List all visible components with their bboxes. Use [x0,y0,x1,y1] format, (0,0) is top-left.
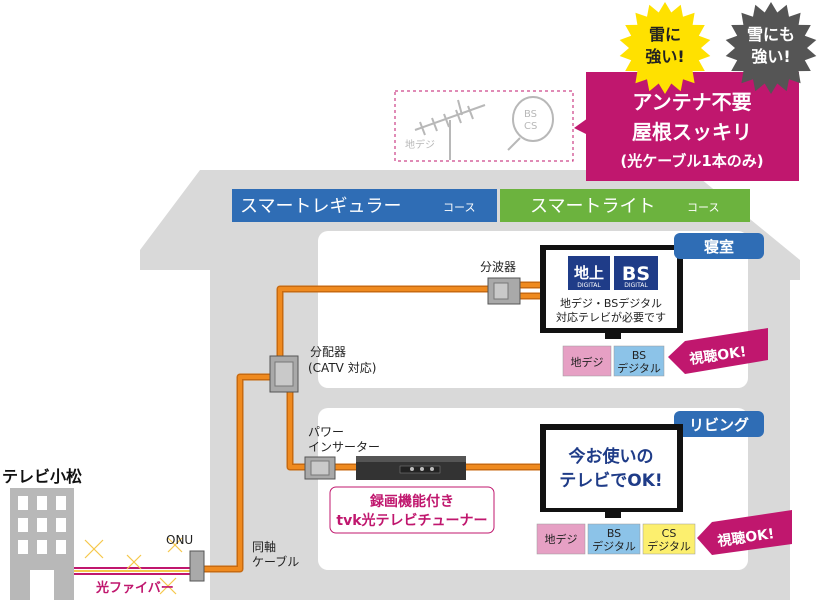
svg-text:地上: 地上 [574,264,604,282]
svg-text:BS: BS [632,349,646,362]
svg-text:デジタル: デジタル [592,539,636,553]
distributor-label-line1: 分配器 [310,345,346,359]
distributor-box [269,355,299,393]
callout-line3: (光ケーブル1本のみ) [620,152,763,170]
inserter-line1: パワー [308,425,344,439]
course-bar-light: スマートライト コース [500,189,750,222]
living-badge: リビング [674,411,764,437]
no-antenna-callout: アンテナ不要 屋根スッキリ (光ケーブル1本のみ) [574,72,799,181]
course-regular-suffix: コース [443,201,475,214]
svg-text:BS: BS [622,263,650,285]
bedroom-ok-arrow: 視聴OK! [668,328,768,374]
fiber-label: 光ファイバー [95,580,174,596]
bedroom-tv: 地上 DIGITAL BS DIGITAL 地デジ・BSデジタル 対応テレビが必… [540,245,683,333]
station-building-icon [10,488,74,600]
svg-text:CS: CS [662,527,677,540]
station-name: テレビ小松 [2,467,82,486]
svg-text:地デジ: 地デジ [571,355,604,369]
svg-text:デジタル: デジタル [617,361,661,375]
fiber-line [74,537,190,595]
distributor-label-line2: (CATV 対応) [308,361,376,375]
living-ok-arrow: 視聴OK! [697,510,792,555]
living-tag-bs: BS デジタル [587,523,641,555]
bedroom-tv-line1: 地デジ・BSデジタル [560,296,662,310]
bedroom-tag-chideji: 地デジ [562,345,612,377]
living-tag-cs: CS デジタル [642,523,696,555]
coax-cables [200,281,545,573]
callout-line1: アンテナ不要 [632,90,751,114]
svg-text:DIGITAL: DIGITAL [577,282,601,289]
living-tv-line1: 今お使いの [569,446,654,467]
thunder-burst: 雷に 強い! [619,2,711,94]
callout-line2: 屋根スッキリ [632,120,752,144]
coax-label-line1: 同軸 [252,540,276,554]
bedroom-tv-line2: 対応テレビが必要です [556,310,666,324]
living-tag-chideji: 地デジ [536,523,586,555]
svg-text:地デジ: 地デジ [545,532,578,546]
tv-antenna-icon [414,99,486,160]
wave-splitter [487,277,521,305]
bedroom-badge: 寝室 [674,233,764,259]
snow-line1: 雪にも [747,25,795,44]
course-light-name: スマートライト [530,196,655,217]
inserter-line2: インサーター [308,440,380,454]
svg-text:寝室: 寝室 [704,238,734,256]
antenna-box [394,90,574,162]
living-tv-line2: テレビでOK! [559,471,662,491]
thunder-line2: 強い! [645,47,684,66]
power-inserter [304,456,336,480]
onu-label: ONU [166,533,193,547]
chideji-logo [568,256,610,290]
svg-text:tvk光テレビチューナー: tvk光テレビチューナー [336,512,487,529]
bedroom-tag-bs: BS デジタル [613,345,665,377]
splitter-label: 分波器 [480,260,516,274]
snow-line2: 強い! [751,47,790,66]
svg-text:録画機能付き: 録画機能付き [370,493,454,510]
thunder-line1: 雷に [649,25,681,44]
coax-label-line2: ケーブル [252,554,299,569]
living-tv: 今お使いの テレビでOK! [540,424,683,512]
bs-logo [614,256,658,290]
course-bar-regular: スマートレギュラー コース [232,189,497,222]
course-light-suffix: コース [687,201,719,214]
dish-cs-label: CS [524,121,537,132]
antenna-chideji-label: 地デジ [405,138,435,151]
svg-text:リビング: リビング [689,416,749,434]
course-regular-name: スマートレギュラー [240,196,401,217]
satellite-dish-icon: BS CS [507,96,554,151]
svg-text:デジタル: デジタル [647,539,691,553]
svg-text:DIGITAL: DIGITAL [624,282,648,289]
tuner-label: 録画機能付き tvk光テレビチューナー [329,486,495,534]
dish-bs-label: BS [524,109,537,120]
snow-burst: 雪にも 強い! [725,2,817,94]
onu-device [189,550,205,582]
tv-tuner-box [356,456,466,480]
svg-text:BS: BS [607,527,621,540]
